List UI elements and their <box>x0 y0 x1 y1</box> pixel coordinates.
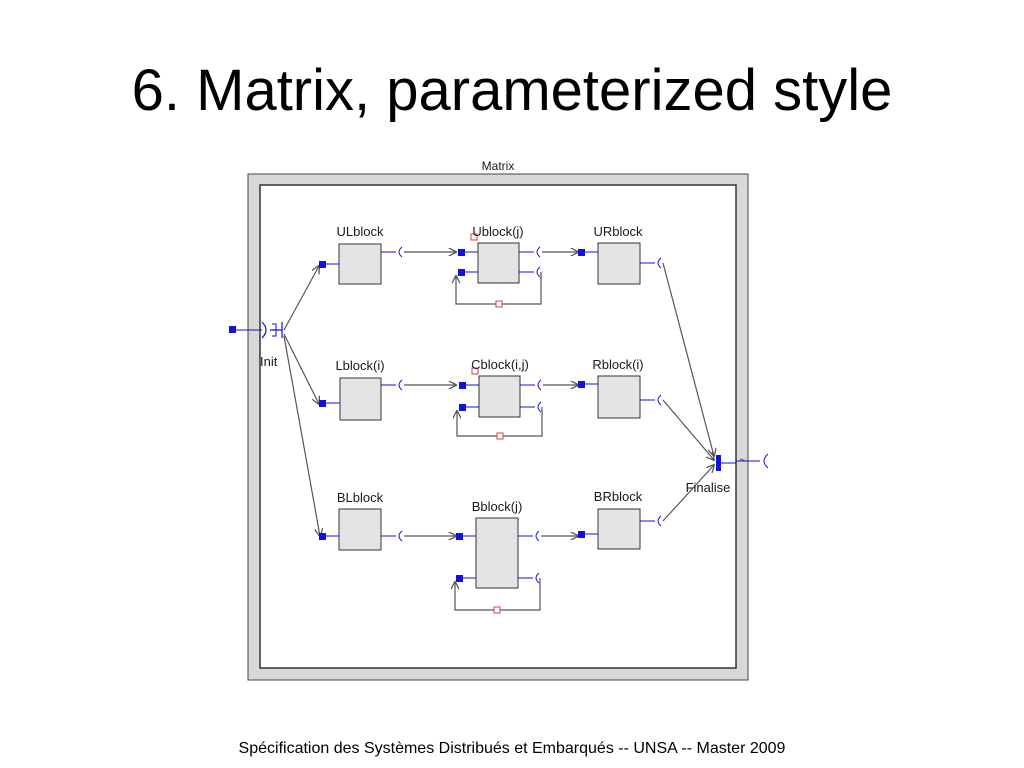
brblock[interactable] <box>578 508 662 550</box>
ublock-label: Ublock(j) <box>472 224 523 239</box>
bblock-label: Bblock(j) <box>472 499 523 514</box>
rblock[interactable] <box>578 375 662 419</box>
lblock-label: Lblock(i) <box>335 358 384 373</box>
init-node[interactable] <box>229 321 283 339</box>
slide-title: 6. Matrix, parameterized style <box>131 58 893 123</box>
slide-footer: Spécification des Systèmes Distribués et… <box>238 740 786 757</box>
finalise-label: Finalise <box>686 480 731 495</box>
brblock-label: BRblock <box>594 489 643 504</box>
finalise-wires <box>662 262 714 522</box>
ublock[interactable] <box>456 233 542 308</box>
blblock[interactable] <box>319 508 403 551</box>
rblock-label: Rblock(i) <box>592 357 643 372</box>
blblock-label: BLblock <box>337 490 384 505</box>
finalise-node[interactable] <box>716 453 769 471</box>
matrix-label: Matrix <box>482 159 515 173</box>
ulblock[interactable] <box>319 243 403 285</box>
cblock-label: Cblock(i,j) <box>471 357 529 372</box>
init-label: Init <box>260 354 278 369</box>
lblock[interactable] <box>319 377 403 421</box>
ulblock-label: ULblock <box>337 224 384 239</box>
bblock[interactable] <box>455 517 541 614</box>
init-wires <box>283 266 320 536</box>
urblock-label: URblock <box>593 224 643 239</box>
cblock[interactable] <box>457 367 543 440</box>
urblock[interactable] <box>578 242 662 285</box>
